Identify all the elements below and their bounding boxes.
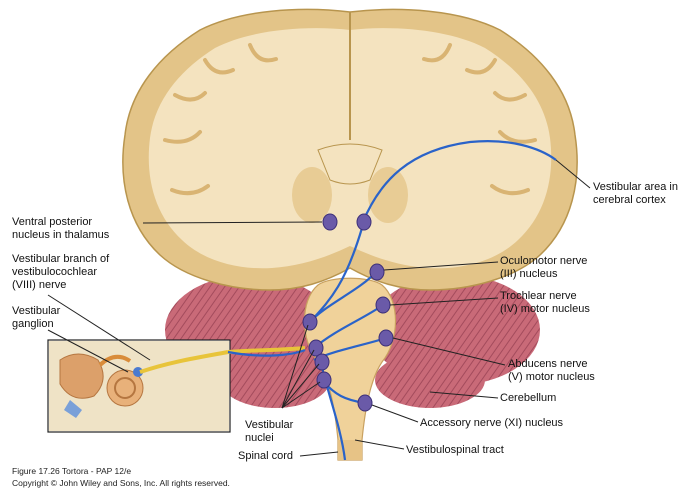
- label-ventral-posterior-nucleus: Ventral posterior nucleus in thalamus: [12, 216, 109, 242]
- oculomotor-nucleus: [370, 264, 384, 280]
- copyright-notice: Copyright © John Wiley and Sons, Inc. Al…: [12, 478, 230, 488]
- label-trochlear-nucleus: Trochlear nerve (IV) motor nucleus: [500, 290, 590, 316]
- inner-ear-inset: [48, 340, 230, 432]
- label-abducens-nucleus: Abducens nerve (V) motor nucleus: [508, 358, 595, 384]
- trochlear-nucleus: [376, 297, 390, 313]
- vestibular-nucleus-4: [317, 372, 331, 388]
- label-vestibular-branch: Vestibular branch of vestibulocochlear (…: [12, 253, 109, 292]
- label-vestibulospinal-tract: Vestibulospinal tract: [406, 444, 504, 457]
- vestibular-nucleus-3: [315, 354, 329, 370]
- thalamus-nucleus-right: [357, 214, 371, 230]
- ventral-posterior-nucleus: [323, 214, 337, 230]
- label-cerebellum: Cerebellum: [500, 392, 556, 405]
- label-vestibular-ganglion: Vestibular ganglion: [12, 305, 60, 331]
- label-oculomotor-nucleus: Oculomotor nerve (III) nucleus: [500, 255, 587, 281]
- vestibular-nucleus-1: [303, 314, 317, 330]
- cerebrum: [123, 9, 577, 290]
- accessory-nucleus: [358, 395, 372, 411]
- abducens-nucleus: [379, 330, 393, 346]
- label-vestibular-area: Vestibular area in cerebral cortex: [593, 181, 678, 207]
- label-accessory-nucleus: Accessory nerve (XI) nucleus: [420, 417, 563, 430]
- label-vestibular-nuclei: Vestibular nuclei: [245, 419, 293, 445]
- label-spinal-cord: Spinal cord: [238, 450, 293, 463]
- figure-caption: Figure 17.26 Tortora - PAP 12/e: [12, 466, 131, 476]
